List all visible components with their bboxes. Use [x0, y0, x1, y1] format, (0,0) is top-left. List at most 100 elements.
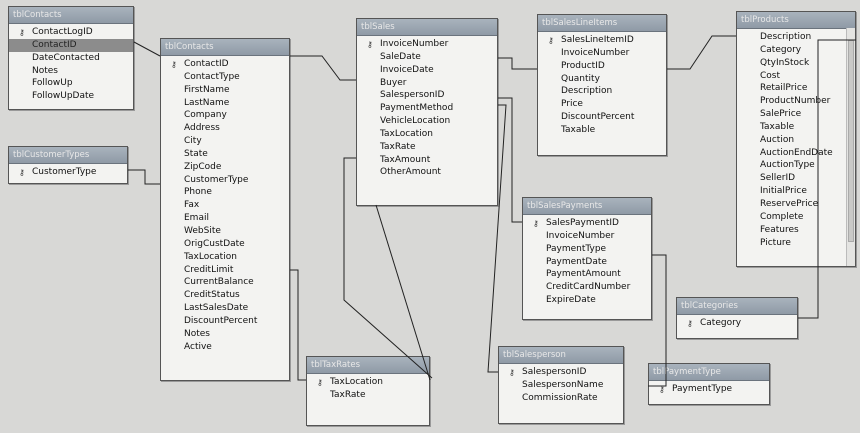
field-item[interactable]: ProductID — [538, 60, 666, 73]
table-window[interactable]: tblCustomerTypes ⚷CustomerType — [8, 146, 128, 184]
table-window[interactable]: tblPaymentType ⚷PaymentType — [648, 363, 770, 405]
field-item[interactable]: City — [161, 135, 289, 148]
field-item[interactable]: ContactType — [161, 71, 289, 84]
field-item[interactable]: CommissionRate — [499, 392, 623, 405]
field-item[interactable]: DiscountPercent — [538, 111, 666, 124]
field-item[interactable]: Price — [538, 98, 666, 111]
field-item[interactable]: Phone — [161, 186, 289, 199]
field-item[interactable]: TaxLocation — [161, 251, 289, 264]
table-title-bar[interactable]: tblSalesPayments — [523, 198, 651, 215]
field-item[interactable]: SaleDate — [357, 51, 497, 64]
field-item[interactable]: ⚷PaymentType — [649, 383, 769, 396]
field-item[interactable]: DiscountPercent — [161, 315, 289, 328]
field-item[interactable]: RetailPrice — [737, 82, 855, 95]
field-item[interactable]: ⚷SalespersonID — [499, 366, 623, 379]
field-item[interactable]: SalePrice — [737, 108, 855, 121]
table-title-bar[interactable]: tblPaymentType — [649, 364, 769, 381]
field-item[interactable]: PaymentMethod — [357, 102, 497, 115]
field-item[interactable]: OrigCustDate — [161, 238, 289, 251]
field-item[interactable]: VehicleLocation — [357, 115, 497, 128]
field-item[interactable]: WebSite — [161, 225, 289, 238]
field-item[interactable]: AuctionEndDate — [737, 147, 855, 160]
field-item[interactable]: AuctionType — [737, 159, 855, 172]
field-item[interactable]: FollowUp — [9, 77, 133, 90]
field-item[interactable]: PaymentDate — [523, 256, 651, 269]
vertical-scrollbar[interactable] — [846, 28, 855, 266]
field-item[interactable]: TaxRate — [357, 141, 497, 154]
table-title-bar[interactable]: tblContacts — [9, 7, 133, 24]
field-item[interactable]: SalespersonID — [357, 89, 497, 102]
table-window[interactable]: tblCategories ⚷Category — [676, 297, 798, 339]
field-item[interactable]: FirstName — [161, 84, 289, 97]
field-item[interactable]: ExpireDate — [523, 294, 651, 307]
table-title-bar[interactable]: tblTaxRates — [307, 357, 429, 374]
field-item[interactable]: Taxable — [538, 124, 666, 137]
field-item[interactable]: ReservePrice — [737, 198, 855, 211]
field-item[interactable]: SalespersonName — [499, 379, 623, 392]
relationship-line[interactable] — [498, 97, 522, 223]
relationship-line[interactable] — [290, 269, 306, 381]
field-item[interactable]: ⚷CustomerType — [9, 166, 127, 179]
field-item[interactable]: Address — [161, 122, 289, 135]
scrollbar-thumb[interactable] — [848, 40, 854, 242]
field-item[interactable]: ⚷InvoiceNumber — [357, 38, 497, 51]
field-item[interactable]: TaxRate — [307, 389, 429, 402]
table-title-bar[interactable]: tblProducts — [737, 12, 855, 29]
field-item[interactable]: CreditLimit — [161, 264, 289, 277]
field-item[interactable]: Category — [737, 44, 855, 57]
table-title-bar[interactable]: tblSalesperson — [499, 347, 623, 364]
field-item[interactable]: Email — [161, 212, 289, 225]
relationship-line[interactable] — [498, 57, 537, 70]
field-item[interactable]: PaymentType — [523, 243, 651, 256]
field-item[interactable]: ⚷SalesPaymentID — [523, 217, 651, 230]
field-item[interactable]: TaxLocation — [357, 128, 497, 141]
field-item[interactable]: Notes — [9, 65, 133, 78]
field-item[interactable]: InvoiceDate — [357, 64, 497, 77]
table-title-bar[interactable]: tblCustomerTypes — [9, 147, 127, 164]
field-item[interactable]: Company — [161, 109, 289, 122]
field-item[interactable]: Taxable — [737, 121, 855, 134]
relationship-line[interactable] — [375, 204, 431, 381]
field-item[interactable]: CreditCardNumber — [523, 281, 651, 294]
field-item[interactable]: Picture — [737, 237, 855, 250]
field-item[interactable]: ⚷TaxLocation — [307, 376, 429, 389]
field-item[interactable]: Active — [161, 341, 289, 354]
relationship-line[interactable] — [667, 35, 736, 70]
field-item[interactable]: InvoiceNumber — [538, 47, 666, 60]
field-item[interactable]: FollowUpDate — [9, 90, 133, 103]
relationship-line[interactable] — [128, 169, 160, 185]
field-item[interactable]: CurrentBalance — [161, 276, 289, 289]
field-item[interactable]: Buyer — [357, 77, 497, 90]
relationship-line[interactable] — [133, 41, 161, 57]
field-item[interactable]: Auction — [737, 134, 855, 147]
field-item[interactable]: Notes — [161, 328, 289, 341]
field-item[interactable]: ProductNumber — [737, 95, 855, 108]
field-item[interactable]: PaymentAmount — [523, 268, 651, 281]
field-item[interactable]: InvoiceNumber — [523, 230, 651, 243]
field-item[interactable]: OtherAmount — [357, 166, 497, 179]
relationship-line[interactable] — [290, 55, 356, 81]
table-title-bar[interactable]: tblCategories — [677, 298, 797, 315]
field-item[interactable]: Quantity — [538, 73, 666, 86]
field-item[interactable]: LastName — [161, 97, 289, 110]
field-item[interactable]: LastSalesDate — [161, 302, 289, 315]
field-item[interactable]: State — [161, 148, 289, 161]
field-item[interactable]: Description — [538, 85, 666, 98]
field-item[interactable]: CustomerType — [161, 174, 289, 187]
field-item[interactable]: Fax — [161, 199, 289, 212]
field-item[interactable]: ⚷Category — [677, 317, 797, 330]
field-item[interactable]: DateContacted — [9, 52, 133, 65]
field-item[interactable]: Complete — [737, 211, 855, 224]
field-item[interactable]: QtyInStock — [737, 57, 855, 70]
field-item[interactable]: ⚷ContactLogID — [9, 26, 133, 39]
field-item[interactable]: InitialPrice — [737, 185, 855, 198]
field-item[interactable]: ContactID — [9, 38, 133, 52]
table-title-bar[interactable]: tblContacts — [161, 39, 289, 56]
table-title-bar[interactable]: tblSales — [357, 19, 497, 36]
